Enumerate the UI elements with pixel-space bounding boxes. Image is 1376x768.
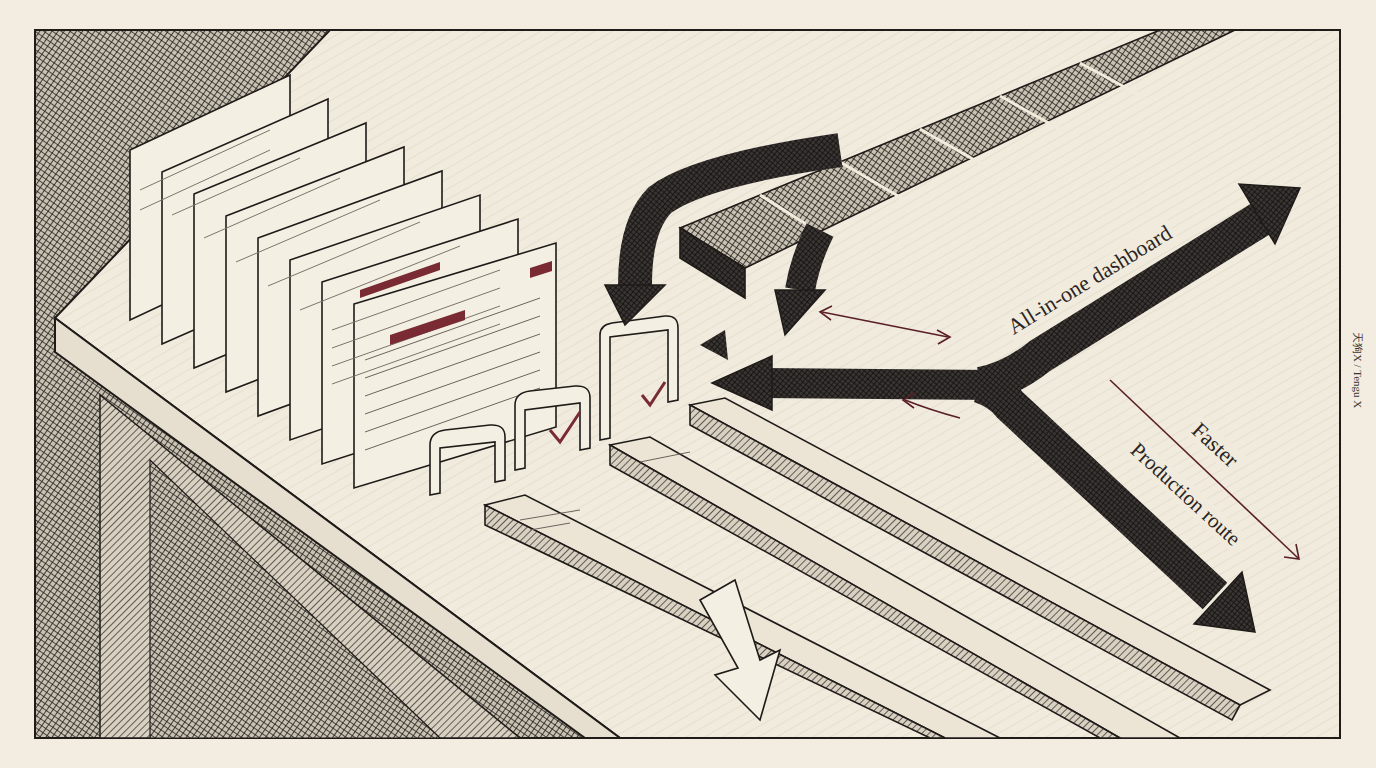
split-arrow (712, 356, 772, 410)
split-arrow (1239, 184, 1300, 244)
thin-arrows (820, 306, 1299, 559)
bent-arrows (775, 290, 825, 335)
clips (600, 316, 678, 440)
rails (700, 580, 780, 720)
file-folders (360, 262, 440, 298)
desk (100, 395, 520, 738)
thin-arrows (903, 393, 915, 408)
thin-arrows (1284, 544, 1299, 559)
frame (35, 30, 1340, 738)
tile-row (680, 228, 745, 298)
bent-arrows (700, 330, 728, 360)
thin-arrows (820, 306, 832, 320)
clips (430, 425, 505, 495)
frame (35, 30, 1340, 738)
desk (55, 30, 1340, 738)
split-arrow (1194, 572, 1255, 632)
bent-arrows (800, 230, 820, 290)
split-arrow (712, 184, 1300, 632)
split-arrow (980, 213, 1270, 385)
clips (550, 412, 580, 442)
file-folders (530, 261, 552, 278)
file-folders (390, 310, 465, 345)
rails (485, 505, 945, 738)
thin-arrows (937, 330, 950, 344)
rails (520, 452, 690, 530)
split-arrow (760, 383, 995, 385)
clips (642, 382, 665, 405)
clips (515, 386, 590, 470)
watermark: 天狗X / Tengu X (1352, 329, 1364, 411)
thin-arrows (822, 312, 948, 337)
file-folders (140, 130, 460, 310)
bent-arrows (605, 150, 840, 360)
file-folders (332, 270, 500, 384)
thin-arrows (905, 400, 960, 418)
bent-arrows (605, 285, 665, 325)
desk (55, 30, 1340, 738)
file-folders (365, 298, 540, 450)
rails (485, 398, 1270, 738)
thin-arrows (1110, 380, 1298, 558)
desk (150, 460, 440, 738)
